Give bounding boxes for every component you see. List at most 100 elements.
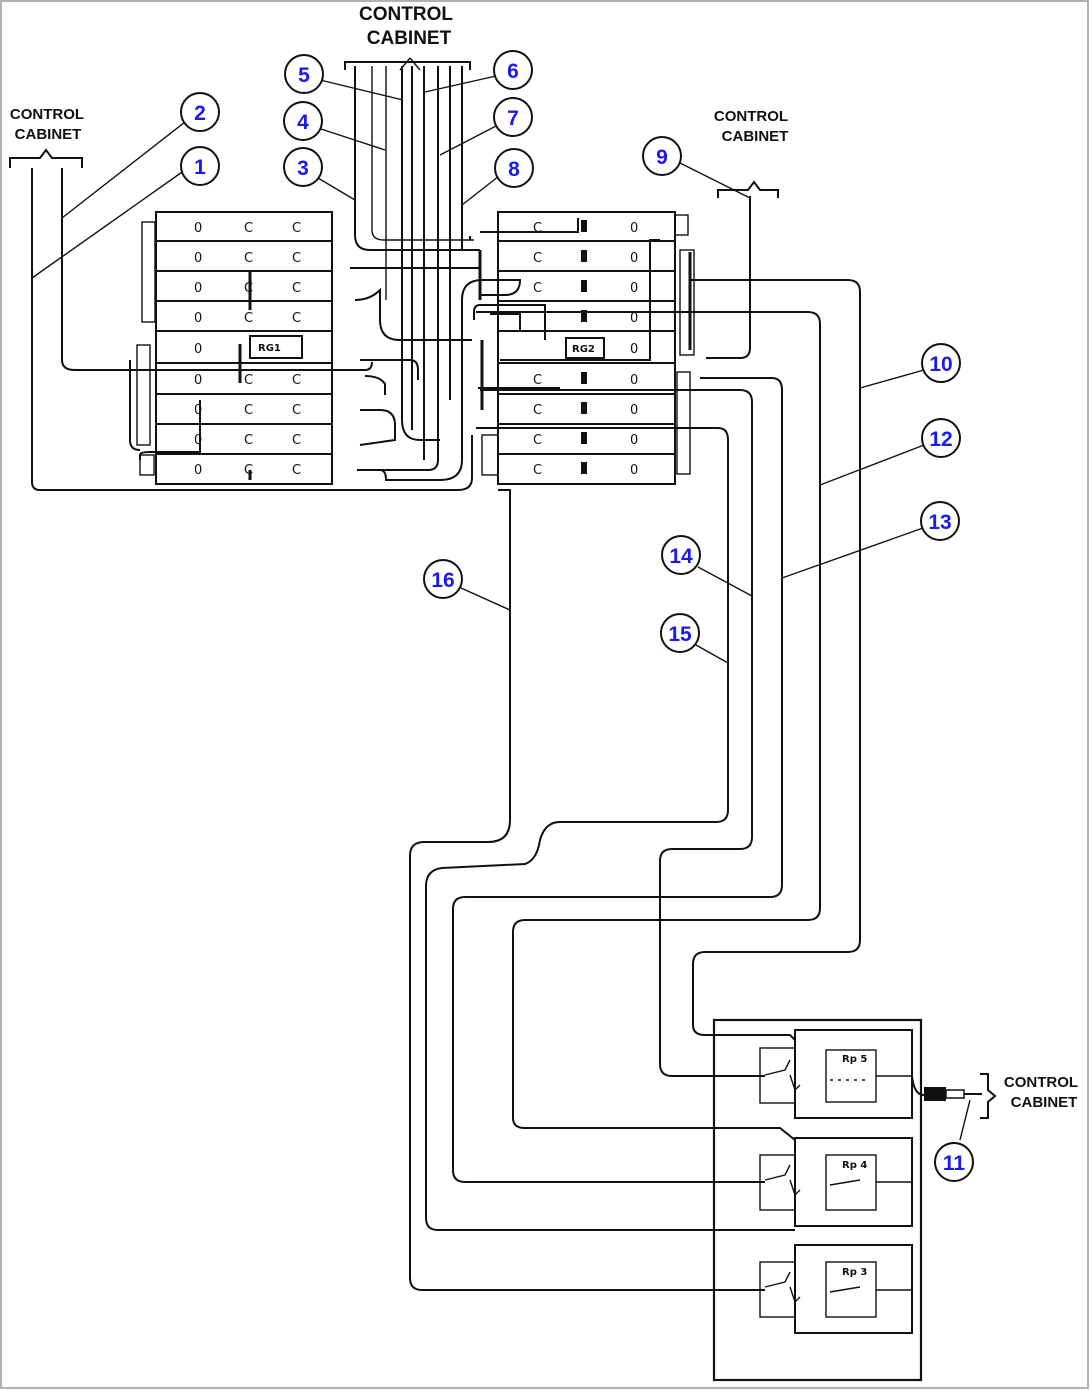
svg-text:1: 1 — [194, 156, 206, 179]
wire-13 — [452, 377, 783, 1183]
svg-text:C: C — [244, 403, 253, 418]
svg-text:C: C — [533, 433, 542, 448]
left-cabinet-brace — [9, 148, 83, 168]
callout-3: 3 — [283, 147, 323, 187]
wire-16 — [409, 489, 765, 1291]
callout-1: 1 — [180, 146, 220, 186]
svg-text:C: C — [533, 251, 542, 266]
rp3-label: Rp 3 — [842, 1267, 867, 1278]
svg-text:C: C — [533, 221, 542, 236]
callout-7: 7 — [493, 97, 533, 137]
svg-text:C: C — [244, 251, 253, 266]
svg-text:0: 0 — [630, 403, 638, 418]
svg-text:0: 0 — [630, 281, 638, 296]
svg-text:C: C — [244, 373, 253, 388]
left-terminal-block: 0CC 0CC 0CC 0CC 0C 0CC 0CC 0CC 0CC — [136, 211, 333, 485]
svg-text:5: 5 — [298, 64, 310, 87]
svg-text:7: 7 — [507, 107, 519, 130]
wire-12 — [476, 311, 821, 1180]
wire-14 — [480, 389, 765, 1077]
svg-text:0: 0 — [630, 433, 638, 448]
svg-text:0: 0 — [630, 342, 638, 357]
block-jumpers — [129, 218, 660, 481]
callout-6: 6 — [493, 50, 533, 90]
svg-text:0: 0 — [194, 311, 202, 326]
svg-text:C: C — [244, 433, 253, 448]
callout-11: 11 — [934, 1142, 974, 1182]
rg1-label: RG1 — [258, 343, 281, 354]
left-cabinet-label-line2: CABINET — [15, 126, 82, 143]
callout-8: 8 — [494, 148, 534, 188]
svg-text:C: C — [292, 221, 301, 236]
top-cabinet-label-line1: CONTROL — [359, 4, 453, 25]
svg-text:0: 0 — [194, 463, 202, 478]
callout-14: 14 — [661, 535, 701, 575]
svg-text:2: 2 — [194, 102, 206, 125]
callout-5: 5 — [284, 54, 324, 94]
svg-text:0: 0 — [194, 433, 202, 448]
right-cabinet-label-line2: CABINET — [722, 128, 789, 145]
svg-text:0: 0 — [194, 403, 202, 418]
callout-10: 10 — [921, 343, 961, 383]
relay-panel — [712, 1018, 982, 1382]
callout-leaders — [31, 75, 925, 664]
svg-text:9: 9 — [656, 146, 668, 169]
callout-2: 2 — [180, 92, 220, 132]
svg-text:12: 12 — [929, 428, 952, 451]
wire-15 — [425, 427, 795, 1231]
svg-text:C: C — [292, 251, 301, 266]
svg-text:15: 15 — [668, 623, 692, 646]
bottom-cabinet-label-line2: CABINET — [1011, 1094, 1078, 1111]
callout-12: 12 — [921, 418, 961, 458]
left-cabinet-label-line1: CONTROL — [10, 106, 84, 123]
wire-2-tail — [364, 375, 386, 395]
svg-text:3: 3 — [297, 157, 309, 180]
svg-text:0: 0 — [194, 342, 202, 357]
bottom-cabinet-label-line1: CONTROL — [1004, 1074, 1078, 1091]
svg-text:C: C — [292, 403, 301, 418]
svg-text:0: 0 — [630, 463, 638, 478]
svg-text:0: 0 — [194, 221, 202, 236]
svg-text:C: C — [244, 311, 253, 326]
svg-text:0: 0 — [194, 251, 202, 266]
svg-text:C: C — [292, 281, 301, 296]
svg-text:11: 11 — [943, 1152, 966, 1175]
svg-text:6: 6 — [507, 60, 519, 83]
callout-4: 4 — [283, 101, 323, 141]
right-cabinet-brace — [717, 180, 779, 198]
svg-text:13: 13 — [928, 511, 951, 534]
callout-15: 15 — [660, 613, 700, 653]
top-cabinet-label-line2: CABINET — [367, 28, 452, 49]
svg-text:C: C — [292, 463, 301, 478]
svg-text:10: 10 — [929, 353, 952, 376]
rp4-label: Rp 4 — [842, 1160, 867, 1171]
svg-text:C: C — [533, 373, 542, 388]
svg-text:C: C — [244, 221, 253, 236]
svg-text:C: C — [292, 373, 301, 388]
svg-text:0: 0 — [630, 311, 638, 326]
right-cabinet-label-line1: CONTROL — [714, 108, 788, 125]
svg-text:8: 8 — [508, 158, 520, 181]
bottom-cabinet-brace — [980, 1073, 997, 1119]
svg-text:C: C — [292, 433, 301, 448]
svg-text:4: 4 — [297, 111, 309, 134]
rp5-label: Rp 5 — [842, 1054, 867, 1065]
callout-bubbles: 1 2 3 4 5 6 7 8 9 10 11 12 13 14 15 16 — [180, 50, 974, 1182]
wire-2 — [61, 168, 373, 371]
svg-text:0: 0 — [630, 373, 638, 388]
svg-text:14: 14 — [669, 545, 693, 568]
svg-text:C: C — [533, 281, 542, 296]
svg-text:16: 16 — [431, 569, 454, 592]
svg-text:C: C — [292, 311, 301, 326]
callout-13: 13 — [920, 501, 960, 541]
svg-text:0: 0 — [194, 281, 202, 296]
wire-9 — [706, 196, 751, 359]
callout-9: 9 — [642, 136, 682, 176]
wire-10 — [690, 279, 861, 1080]
rg2-label: RG2 — [572, 344, 595, 355]
callout-16: 16 — [423, 559, 463, 599]
svg-text:0: 0 — [630, 251, 638, 266]
